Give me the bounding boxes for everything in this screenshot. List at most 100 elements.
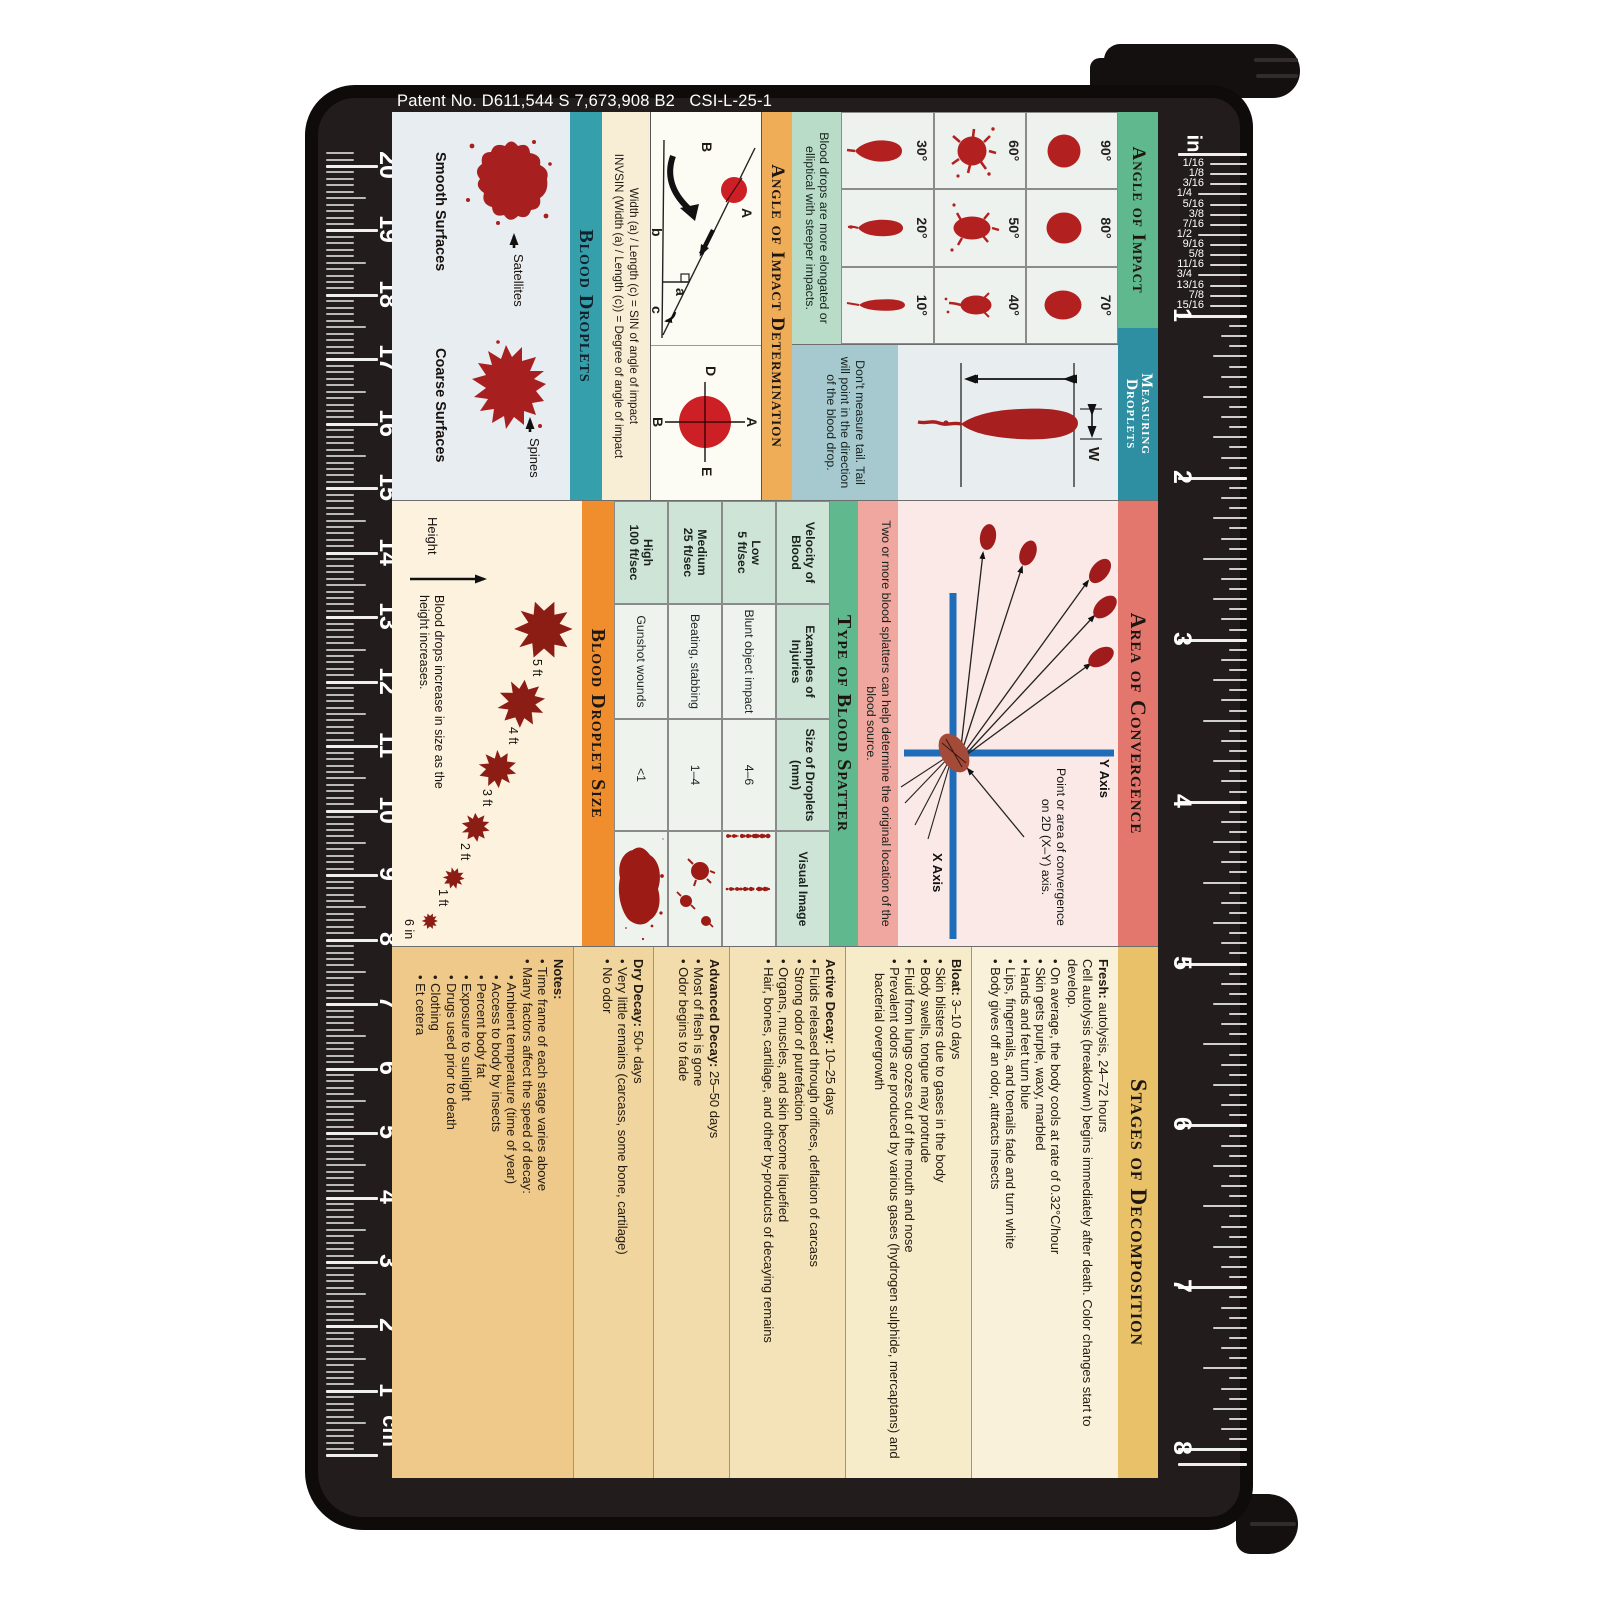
ruler-tick (326, 1164, 366, 1167)
ruler-tick (326, 442, 354, 445)
bullet-item: • Odor begins to fade (675, 959, 691, 1082)
ruler-tick (326, 293, 378, 297)
fraction-label: 5/8 (1188, 248, 1204, 261)
smooth-splat-icon (466, 140, 552, 225)
ruler-tick (326, 1344, 354, 1347)
ruler-tick (326, 506, 354, 509)
ruler-tick (326, 210, 354, 213)
ruler-tick (1229, 1357, 1247, 1360)
ruler-tick (1210, 223, 1247, 226)
gunshot-spatter-icon (618, 838, 664, 941)
convergence-annotation: Point or area of convergence on 2D (X–Y)… (1039, 768, 1068, 926)
ruler-tick (1229, 1255, 1247, 1258)
ruler-tick (1229, 790, 1247, 793)
y-axis-label: Y Axis (1097, 759, 1112, 799)
ruler-tick (326, 1151, 354, 1154)
column-decomposition: Stages of Decomposition Fresh: autolysis… (392, 946, 1158, 1478)
ruler-tick (1221, 497, 1247, 500)
ruler-tick (326, 461, 354, 464)
ruler-tick (326, 996, 354, 999)
ruler-tick (326, 790, 354, 793)
bullet-item: • Body gives off an odor, attracts insec… (987, 959, 1003, 1190)
ruler-tick (326, 745, 378, 749)
ruler-tick (1229, 1175, 1247, 1177)
bullet-item: • Drugs used prior to death (443, 975, 459, 1130)
ruler-tick (1221, 618, 1247, 621)
ruler-tick (1213, 1164, 1247, 1167)
ruler-tick (1229, 588, 1247, 591)
ruler-tick (326, 932, 354, 935)
ruler-tick (326, 1389, 378, 1393)
size-medium: 1–4 (668, 719, 722, 831)
ruler-tick (1229, 1033, 1247, 1036)
ruler-tick (326, 300, 354, 303)
ruler-tick (326, 1254, 354, 1257)
height-label: Height (425, 517, 440, 555)
ruler-tick (326, 1016, 354, 1018)
ruler-tick (326, 1409, 354, 1412)
bullet-item: • On average, the body cools at rate of … (1048, 959, 1064, 1255)
ruler-tick (326, 519, 366, 522)
ruler-tick (1229, 1134, 1247, 1137)
label-a: a (673, 288, 689, 296)
ruler-tick (1203, 1205, 1247, 1208)
ruler-tick (1229, 972, 1247, 975)
inch-number: 4 (1168, 793, 1197, 808)
inch-number: 1 (1168, 307, 1197, 322)
fraction-label: 9/16 (1182, 238, 1204, 251)
ruler-tick (326, 551, 378, 555)
droplet-60-icon (951, 126, 997, 178)
ruler-tick (1229, 1316, 1247, 1319)
ruler-tick (326, 957, 354, 960)
angle-cell-80: 80° (1025, 189, 1118, 267)
ruler-tick (326, 1215, 354, 1218)
ruler-tick (326, 732, 354, 735)
ruler-tick (1178, 1448, 1247, 1452)
ruler-tick (1178, 1463, 1247, 1466)
angle-cell-10: 10° (841, 266, 934, 344)
ruler-tick (1229, 648, 1247, 651)
ruler-tick (1221, 1225, 1247, 1228)
ruler-tick (326, 1099, 366, 1102)
ruler-tick (326, 667, 354, 670)
blood-droplet-size-header: Blood Droplet Size (582, 501, 614, 946)
size-label-1ft: 1 ft (436, 889, 450, 907)
ruler-tick (326, 403, 354, 406)
elongation-note: Blood drops are more elongated or ellipt… (792, 112, 842, 344)
ruler-tick (1229, 709, 1247, 712)
ruler-tick (326, 861, 354, 864)
ruler-tick (1221, 1347, 1247, 1350)
ruler-tick (326, 777, 366, 780)
bullet-item: • Hair, bones, cartilage, and other by-p… (761, 959, 777, 1343)
ruler-tick (326, 281, 354, 284)
stage-dry-decay: Dry Decay: 50+ days • Very little remain… (574, 947, 654, 1478)
ruler-tick (326, 1351, 354, 1354)
width-label: W (1085, 447, 1102, 462)
x-axis-label: X Axis (930, 853, 945, 893)
bullet-item: • Access to body by insects (489, 975, 505, 1133)
ruler-tick (1229, 1073, 1247, 1076)
label-c: c (649, 306, 665, 314)
ruler-tick (326, 532, 354, 535)
ruler-tick (1221, 1185, 1247, 1188)
angle-label: 60° (1005, 140, 1022, 162)
ruler-tick (1229, 810, 1247, 813)
ruler-tick (1221, 1387, 1247, 1390)
ruler-tick (326, 1338, 354, 1341)
ruler-tick (326, 242, 354, 245)
visual-high (614, 831, 668, 947)
ruler-tick (326, 429, 354, 432)
ruler-tick (326, 165, 378, 168)
size-label-2ft: 2 ft (458, 843, 472, 861)
ruler-tick (326, 816, 354, 819)
ruler-tick (1221, 578, 1247, 580)
col-header-size: Size of Droplets (mm) (776, 719, 830, 831)
col-header-velocity: Velocity of Blood (776, 501, 830, 604)
formula-line-1: Width (a) / Length (c) = SIN of angle of… (627, 187, 641, 425)
ruler-tick (326, 351, 354, 354)
size-label-4ft: 4 ft (506, 727, 520, 745)
satellites-arrow-icon (509, 233, 519, 248)
ruler-tick (1203, 719, 1247, 722)
angle-label: 50° (1005, 217, 1022, 239)
